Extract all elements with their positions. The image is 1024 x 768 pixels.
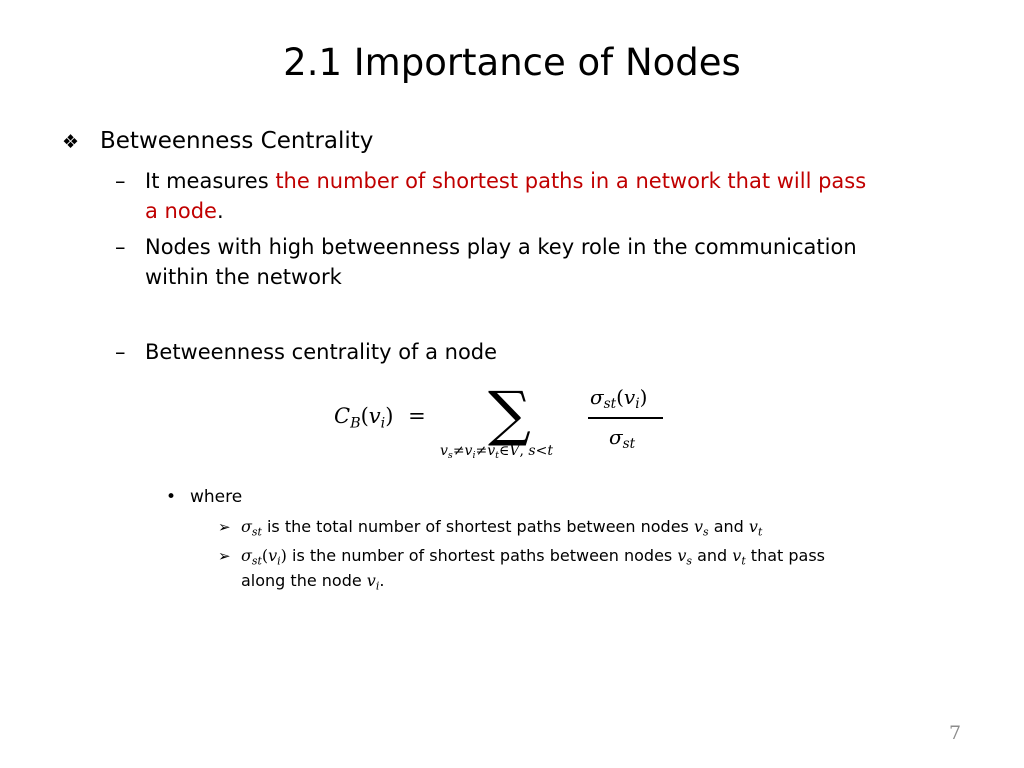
measures-highlight: the number of shortest paths in a networ…	[275, 169, 867, 193]
high-betweenness-line-1: Nodes with high betweenness play a key r…	[145, 235, 857, 259]
measures-line-2: a node.	[145, 196, 224, 226]
summation-sign: ∑	[488, 379, 531, 449]
high-betweenness-line-2: within the network	[145, 265, 342, 289]
dash-bullet-icon: –	[115, 169, 126, 193]
centrality-of-node: Betweenness centrality of a node	[145, 340, 498, 364]
measures-highlight-continued: a node	[145, 199, 217, 223]
formula-lhs: CB(vi) =	[334, 404, 426, 432]
measures-line-1: It measures the number of shortest paths…	[145, 166, 866, 196]
measures-prefix: It measures	[145, 169, 276, 193]
sigma-st-vi-definition-line-1: σst(vi) is the number of shortest paths …	[241, 546, 826, 568]
where-label: where	[190, 487, 243, 507]
page-number: 7	[949, 722, 962, 744]
sigma-st-definition: σst is the total number of shortest path…	[241, 517, 763, 539]
bullet-level1: ❖	[62, 126, 79, 157]
diamond-bullet-icon: ❖	[62, 131, 80, 153]
measures-period: .	[216, 199, 224, 223]
fraction-numerator: σst(vi)	[590, 385, 648, 413]
summation-limits: vs≠vi≠vt∈V, s<t	[440, 443, 553, 461]
fraction-denominator: σst	[609, 425, 636, 453]
heading-betweenness-centrality: Betweenness Centrality	[100, 128, 374, 154]
sigma-st-vi-definition-line-2: along the node vi.	[241, 571, 385, 593]
fraction-bar	[588, 417, 663, 419]
arrow-bullet-icon: ➢	[218, 547, 231, 565]
dash-bullet-icon: –	[115, 340, 126, 364]
dot-bullet-icon: •	[166, 487, 177, 507]
slide-title: 2.1 Importance of Nodes	[283, 41, 741, 84]
dash-bullet-icon: –	[115, 235, 126, 259]
arrow-bullet-icon: ➢	[218, 518, 231, 536]
